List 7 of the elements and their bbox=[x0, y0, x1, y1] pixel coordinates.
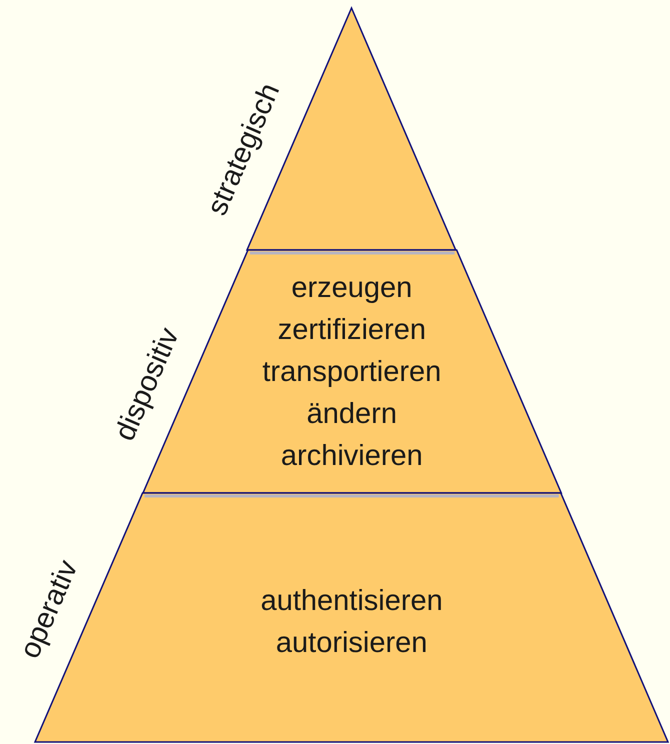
task-text: transportieren bbox=[261, 355, 442, 390]
task-text: zertifizieren bbox=[276, 313, 427, 348]
task-text: erzeugen bbox=[290, 271, 414, 306]
task-text: ändern bbox=[306, 397, 398, 432]
task-text: autorisieren bbox=[274, 626, 428, 661]
task-text: authentisieren bbox=[260, 584, 444, 619]
task-text: archivieren bbox=[280, 439, 424, 474]
